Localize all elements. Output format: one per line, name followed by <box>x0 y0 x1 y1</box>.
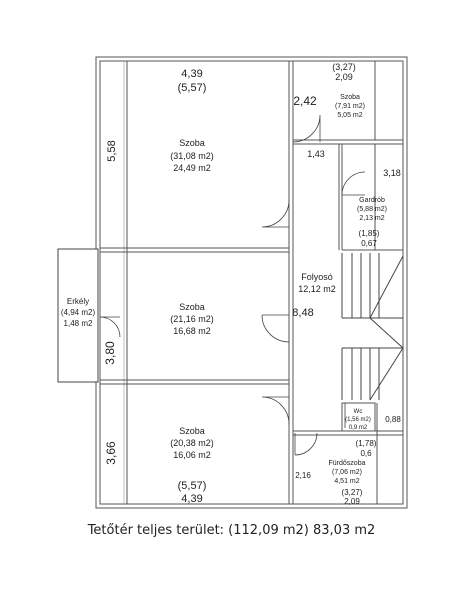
left-room-walls <box>100 247 289 385</box>
furdoszoba-width-paren-top: (1,78) <box>356 439 377 448</box>
corridor-left-wall <box>288 61 294 504</box>
gardrob-gross: (5,88 m2) <box>357 206 387 213</box>
gardrob-width-paren: (1,85) <box>359 229 380 238</box>
gardrob-depth: 3,18 <box>383 168 401 178</box>
szoba-top-left-depth: 5,58 <box>106 140 118 161</box>
furdoszoba-depth: 2,16 <box>295 471 311 480</box>
gardrob-width: 0,67 <box>361 239 377 248</box>
furdoszoba-net: 4,51 m2 <box>334 478 359 485</box>
furdoszoba-width-paren: (3,27) <box>342 488 363 497</box>
erkely-gross: (4,94 m2) <box>61 308 96 317</box>
szoba-middle-left-name: Szoba <box>179 302 205 312</box>
folyoso-length: 8,48 <box>292 307 313 319</box>
szoba-middle-left-gross: (21,16 m2) <box>170 314 214 324</box>
szoba-top-left-width: 4,39 <box>181 68 202 80</box>
szoba-bottom-left-depth: 3,66 <box>104 441 118 465</box>
folyoso-width: 1,43 <box>307 149 325 159</box>
balcony-outline <box>57 248 99 383</box>
szoba-top-right-gross: (7,91 m2) <box>335 103 365 110</box>
wc-net: 0,9 m2 <box>349 425 368 431</box>
total-area-caption: Tetőtér teljes terület: (112,09 m2) 83,0… <box>87 523 376 538</box>
door-swings <box>99 114 366 456</box>
furdoszoba-width: 2,09 <box>344 497 360 506</box>
wc-name: Wc <box>354 409 363 415</box>
gardrob-net: 2,13 m2 <box>359 215 384 222</box>
szoba-top-right-name: Szoba <box>340 94 360 101</box>
szoba-bottom-left-width: 4,39 <box>181 493 202 505</box>
furdoszoba-width-top: 0,6 <box>360 449 372 458</box>
folyoso-name: Folyosó <box>301 272 333 282</box>
folyoso-area: 12,12 m2 <box>298 284 336 294</box>
wc-gross: (1,56 m2) <box>345 417 371 423</box>
right-room-walls <box>293 61 403 251</box>
szoba-top-left-net: 24,49 m2 <box>173 163 211 173</box>
szoba-top-left-width-paren: (5,57) <box>178 82 207 94</box>
erkely-net: 1,48 m2 <box>64 319 93 328</box>
szoba-bottom-left-name: Szoba <box>179 426 205 436</box>
wet-room-walls <box>293 402 403 504</box>
szoba-top-right-width-paren: (3,27) <box>332 62 356 72</box>
furdoszoba-name: Fürdőszoba <box>329 460 366 467</box>
szoba-middle-left-depth: 3,80 <box>103 341 117 365</box>
szoba-bottom-left-gross: (20,38 m2) <box>170 438 214 448</box>
szoba-top-right-net: 5,05 m2 <box>337 112 362 119</box>
szoba-middle-left-net: 16,68 m2 <box>173 326 211 336</box>
wc-depth: 0,88 <box>385 415 401 424</box>
szoba-bottom-left-width-paren: (5,57) <box>178 480 207 492</box>
room-labels: 4,39 (5,57) 5,58 Szoba (31,08 m2) 24,49 … <box>61 62 401 506</box>
szoba-top-left-name: Szoba <box>179 138 205 148</box>
erkely-name: Erkély <box>67 297 89 306</box>
szoba-top-right-width: 2,09 <box>335 72 353 82</box>
furdoszoba-gross: (7,06 m2) <box>332 469 362 476</box>
szoba-bottom-left-net: 16,06 m2 <box>173 450 211 460</box>
staircase <box>341 253 404 401</box>
szoba-top-left-gross: (31,08 m2) <box>170 151 214 161</box>
gardrob-name: Gardrób <box>359 197 385 204</box>
szoba-top-right-depth: 2,42 <box>293 94 317 108</box>
